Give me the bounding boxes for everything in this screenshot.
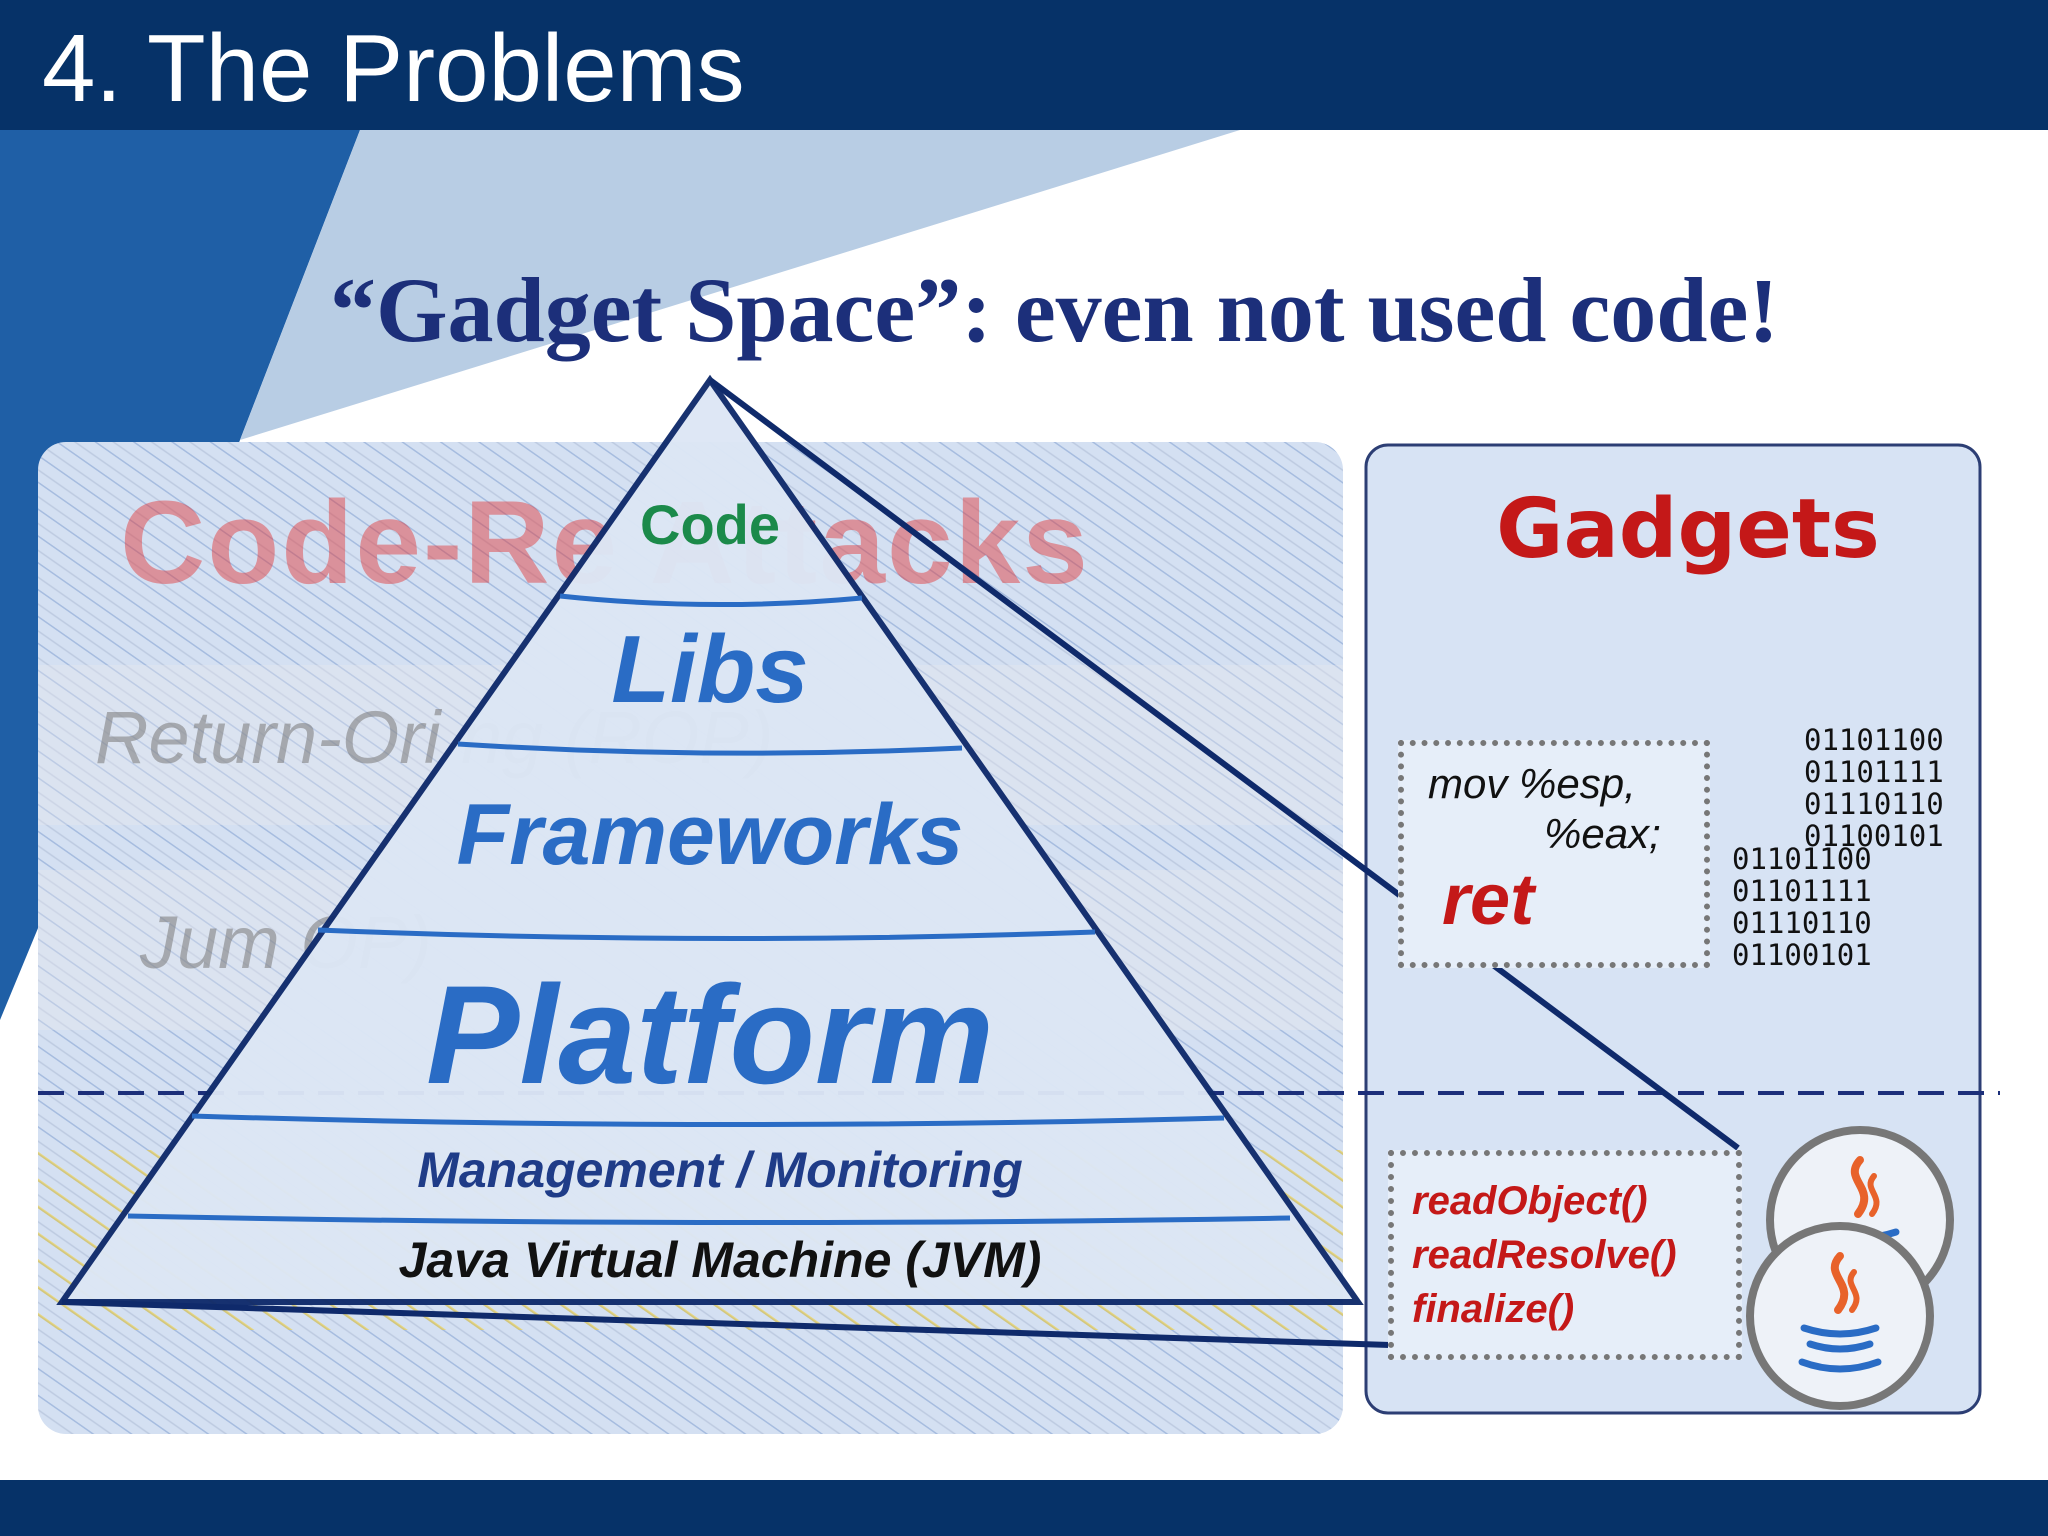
- pyramid-shape: [56, 374, 1364, 1305]
- binary-line: 01101111: [1732, 874, 1872, 908]
- binary-line: 01101100: [1804, 723, 1944, 757]
- pyramid-layer-libs: Libs: [611, 616, 809, 723]
- pyramid-layer-management: Management / Monitoring: [417, 1142, 1023, 1198]
- pyramid-layer-jvm: Java Virtual Machine (JVM): [398, 1232, 1042, 1288]
- binary-line: 01110110: [1804, 787, 1944, 821]
- pyramid-divider: [559, 593, 863, 608]
- method-finalize: finalize(): [1412, 1287, 1575, 1331]
- asm-ret: ret: [1442, 860, 1535, 940]
- pyramid-divider: [317, 927, 1096, 942]
- pyramid-layer-platform: Platform: [426, 956, 994, 1113]
- asm-gadget-box: mov %esp, %eax; ret: [1398, 740, 1710, 968]
- binary-block-top: 01101100 01101111 01110110 01100101: [1804, 724, 1944, 852]
- pyramid-divider: [191, 1113, 1225, 1128]
- binary-line: 01100101: [1732, 938, 1872, 972]
- java-icon: [1746, 1222, 1934, 1410]
- pyramid-divider: [127, 1213, 1291, 1226]
- pyramid-divider: [457, 741, 963, 756]
- method-read-resolve: readResolve(): [1412, 1233, 1677, 1277]
- footer-bar: [0, 1480, 2048, 1536]
- binary-line: 01101100: [1732, 842, 1872, 876]
- java-methods-box: readObject() readResolve() finalize(): [1388, 1150, 1742, 1360]
- asm-operand: %eax;: [1544, 810, 1661, 857]
- asm-instruction: mov %esp,: [1428, 760, 1636, 807]
- connector-line: [61, 1299, 1391, 1348]
- pyramid-layer-frameworks: Frameworks: [456, 787, 964, 883]
- binary-line: 01110110: [1732, 906, 1872, 940]
- pyramid-layer-code: Code: [640, 493, 780, 556]
- gadgets-title: Gadgets: [1496, 482, 1880, 577]
- slide-heading: “Gadget Space”: even not used code!: [330, 259, 1779, 361]
- binary-block-bottom: 01101100 01101111 01110110 01100101: [1732, 843, 1872, 971]
- connector-line: [708, 377, 1740, 1151]
- binary-line: 01101111: [1804, 755, 1944, 789]
- method-read-object: readObject(): [1412, 1179, 1648, 1223]
- slide-title: 4. The Problems: [42, 15, 745, 122]
- header-bar: [0, 0, 2048, 130]
- binary-line: 01100101: [1804, 819, 1944, 853]
